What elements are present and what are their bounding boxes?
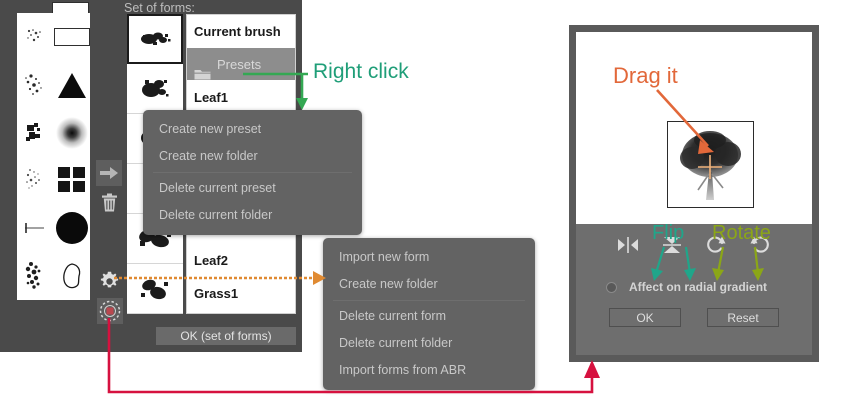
form-list-row[interactable]: Leaf1 [187, 81, 295, 114]
triangle-shape-icon [57, 72, 86, 98]
delete-button[interactable] [96, 190, 122, 216]
form-thumbnail[interactable] [127, 14, 183, 64]
context-menu-form-item[interactable]: Import forms from ABR [339, 363, 467, 377]
soft-round-brush-icon [55, 116, 88, 149]
four-squares-shape-icon [57, 167, 85, 193]
form-list-row[interactable]: Current brush [187, 15, 295, 48]
brush-thumb-icon [141, 32, 171, 45]
context-menu-preset-item[interactable]: Delete current folder [159, 208, 273, 222]
preview-canvas[interactable] [576, 32, 812, 224]
panel-title: Set of forms: [124, 1, 195, 15]
shape-cell-hard-round[interactable] [54, 204, 91, 252]
shape-cell-rect-outline[interactable] [53, 13, 90, 61]
flip-horizontal-button[interactable] [614, 232, 642, 258]
settings-gear-button[interactable] [96, 268, 122, 294]
shape-cell-blob-outline[interactable] [54, 252, 91, 300]
context-menu-form-item[interactable]: Import new form [339, 250, 430, 264]
flip-vertical-icon [663, 237, 681, 253]
dialog-buttons-row[interactable]: OK Reset [576, 308, 812, 327]
form-thumbnail[interactable] [127, 264, 183, 314]
line-brush-icon [25, 223, 45, 234]
brush-preview-box[interactable] [667, 121, 754, 208]
context-menu-preset-item[interactable]: Delete current preset [159, 181, 276, 195]
form-list-row[interactable]: Grass1 [187, 277, 295, 310]
annotation-right-click: Right click [313, 60, 409, 83]
shape-palette[interactable] [17, 13, 90, 300]
context-menu-form-item[interactable]: Create new folder [339, 277, 438, 291]
dialog-controls-panel: Affect on radial gradient OK Reset [576, 224, 812, 355]
affect-radial-gradient-row[interactable]: Affect on radial gradient [606, 280, 767, 294]
menu-separator [333, 300, 525, 301]
annotation-flip: Flip [652, 222, 685, 244]
dialog-ok-button[interactable]: OK [609, 308, 681, 327]
transform-buttons-row[interactable] [576, 232, 812, 258]
shape-cell-speckle-1[interactable] [17, 13, 54, 61]
form-list-folder-row[interactable]: Presets [187, 48, 295, 81]
red-arrow-head [584, 360, 600, 378]
menu-separator [153, 172, 352, 173]
form-list-row-label: Leaf2 [194, 253, 228, 268]
flip-horizontal-icon [618, 237, 638, 253]
affect-radial-gradient-label: Affect on radial gradient [629, 280, 768, 294]
form-thumbnail[interactable] [127, 64, 183, 114]
form-list-row-label: Leaf1 [194, 90, 228, 105]
form-list-row-label: Current brush [194, 24, 281, 39]
spatter-brush-icon [25, 74, 42, 95]
shape-cell-triangle[interactable] [54, 61, 91, 109]
speckle-brush-icon [27, 29, 42, 42]
context-menu-form-item[interactable]: Delete current folder [339, 336, 453, 350]
trash-icon [101, 193, 117, 212]
blob-outline-shape-icon [62, 263, 80, 289]
annotation-rotate: Rotate [712, 222, 771, 244]
flip-vertical-button[interactable] [658, 232, 686, 258]
shape-cell-noise[interactable] [17, 156, 54, 204]
form-transform-dialog: Affect on radial gradient OK Reset [569, 25, 819, 362]
radial-gradient-icon [99, 300, 121, 322]
apply-form-button[interactable] [96, 160, 122, 186]
context-menu-form-item[interactable]: Delete current form [339, 309, 446, 323]
radial-gradient-button[interactable] [97, 298, 123, 324]
shape-cell-soft-round[interactable] [54, 109, 91, 157]
chalk-brush-icon [26, 122, 41, 141]
form-list-row-label: Grass1 [194, 286, 239, 301]
dialog-reset-button[interactable]: Reset [707, 308, 779, 327]
brush-thumb-icon [141, 279, 168, 299]
folder-icon [194, 59, 211, 80]
affect-radial-gradient-radio[interactable] [606, 281, 617, 293]
shape-cell-line[interactable] [17, 204, 54, 252]
context-menu-preset-item[interactable]: Create new preset [159, 122, 262, 136]
hard-round-shape-icon [55, 212, 88, 245]
brush-thumb-icon [142, 79, 169, 97]
form-list-row-label: Presets [217, 57, 262, 72]
rectangle-shape-icon [53, 27, 90, 46]
shape-cell-spatter[interactable] [17, 61, 54, 109]
gear-icon [100, 271, 118, 287]
noise-brush-icon [26, 169, 41, 190]
form-list-row[interactable]: Leaf2 [187, 244, 295, 277]
crosshair-handle-icon[interactable] [695, 152, 725, 182]
shape-cell-grunge[interactable] [17, 252, 54, 300]
annotation-drag-it: Drag it [613, 63, 678, 88]
ok-set-of-forms-button[interactable]: OK (set of forms) [156, 327, 296, 345]
context-menu-preset-item[interactable]: Create new folder [159, 149, 258, 163]
arrow-right-icon [100, 167, 118, 179]
shape-cell-chalk[interactable] [17, 109, 54, 157]
shape-cell-squares[interactable] [54, 156, 91, 204]
grunge-brush-icon [26, 262, 41, 289]
